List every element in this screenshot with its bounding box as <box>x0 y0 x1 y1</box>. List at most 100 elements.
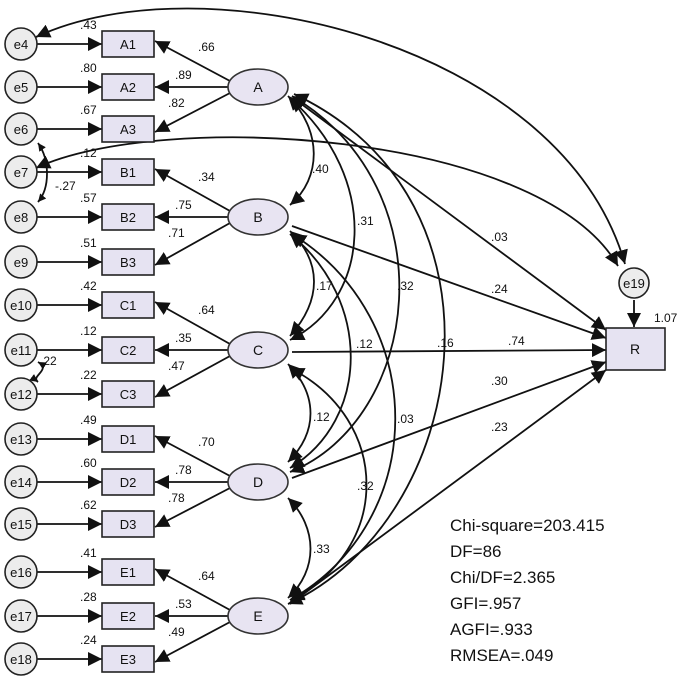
observed-label-e1: E1 <box>120 565 136 580</box>
latent-label-c: C <box>253 342 263 358</box>
fit-statistics: Chi-square=203.415DF=86Chi/DF=2.365GFI=.… <box>450 516 605 665</box>
error-label-e13: e13 <box>10 432 32 447</box>
loading-path-e1 <box>154 568 231 611</box>
observed-label-d1: D1 <box>120 432 137 447</box>
r2-label-c2: .12 <box>80 324 97 338</box>
error-label-e14: e14 <box>10 475 32 490</box>
path-label-B-R: .24 <box>491 282 508 296</box>
latent-node-d: D <box>227 463 289 501</box>
error-node-e5: e5 <box>4 70 38 104</box>
cov-label-C-D: .12 <box>313 410 330 424</box>
observed-node-b1: B1 <box>101 158 155 186</box>
fit-stat-line: RMSEA=.049 <box>450 646 553 665</box>
loading-label-a3: .82 <box>168 96 185 110</box>
loading-path-a1 <box>154 40 231 82</box>
loading-path-b1 <box>154 168 231 212</box>
loading-path-a3 <box>154 92 231 133</box>
path-label-D-R: .30 <box>491 374 508 388</box>
path-D-R <box>291 360 607 479</box>
r2-label-d1: .49 <box>80 413 97 427</box>
observed-node-c3: C3 <box>101 380 155 408</box>
loading-label-d3: .78 <box>168 491 185 505</box>
error-covariances <box>29 7 628 383</box>
latent-label-b: B <box>253 209 262 225</box>
path-E-R <box>289 369 607 605</box>
r2-label-a1: .43 <box>80 18 97 32</box>
error-node-e14: e14 <box>4 465 38 499</box>
observed-label-c3: C3 <box>120 387 137 402</box>
r2-label-b1: .12 <box>80 146 97 160</box>
loading-path-c1 <box>154 301 231 345</box>
cov-A-C <box>289 97 356 341</box>
latent-node-a: A <box>227 68 289 106</box>
cov-label-e7-e8: -.27 <box>55 179 76 193</box>
r2-label-b3: .51 <box>80 236 97 250</box>
outcome-r2: 1.07 <box>654 311 678 325</box>
error-label-e5: e5 <box>14 80 28 95</box>
loading-label-d2: .78 <box>175 463 192 477</box>
fit-stat-line: DF=86 <box>450 542 502 561</box>
r2-label-e1: .41 <box>80 546 97 560</box>
error-label-e19: e19 <box>623 276 645 291</box>
error-node-e16: e16 <box>4 555 38 589</box>
r2-label-b2: .57 <box>80 191 97 205</box>
error-node-e10: e10 <box>4 288 38 322</box>
cov-label-B-E: .16 <box>437 336 454 350</box>
observed-node-d3: D3 <box>101 510 155 538</box>
error-label-e8: e8 <box>14 210 28 225</box>
path-A-R <box>295 99 607 331</box>
observed-node-a3: A3 <box>101 115 155 143</box>
observed-label-e2: E2 <box>120 609 136 624</box>
observed-label-a2: A2 <box>120 80 136 95</box>
loading-path-c3 <box>154 355 231 398</box>
r2-label-d3: .62 <box>80 498 97 512</box>
fit-stat-line: Chi/DF=2.365 <box>450 568 555 587</box>
observed-label-e3: E3 <box>120 652 136 667</box>
observed-label-d2: D2 <box>120 475 137 490</box>
loading-label-a2: .89 <box>175 68 192 82</box>
error-node-e13: e13 <box>4 422 38 456</box>
latent-node-c: C <box>227 331 289 369</box>
cov-e11-e12 <box>29 361 47 383</box>
observed-node-d2: D2 <box>101 468 155 496</box>
latent-label-e: E <box>253 608 262 624</box>
error-label-e17: e17 <box>10 609 32 624</box>
r2-label-d2: .60 <box>80 456 97 470</box>
error-label-e10: e10 <box>10 298 32 313</box>
error-label-e18: e18 <box>10 652 32 667</box>
observed-label-a1: A1 <box>120 37 136 52</box>
observed-label-c2: C2 <box>120 343 137 358</box>
error-node-e19: e19 <box>618 267 650 299</box>
loading-label-c3: .47 <box>168 359 185 373</box>
error-label-e11: e11 <box>11 343 32 358</box>
measurement-row-a2: e5 A2 .80 .89 <box>4 61 230 104</box>
observed-label-b2: B2 <box>120 210 136 225</box>
cov-e7-e8 <box>37 142 48 203</box>
r2-label-c1: .42 <box>80 279 97 293</box>
observed-node-c1: C1 <box>101 291 155 319</box>
error-node-e17: e17 <box>4 599 38 633</box>
error-node-e4: e4 <box>4 27 38 61</box>
path-B-R <box>291 225 607 340</box>
error-label-e6: e6 <box>14 122 28 137</box>
cov-label-D-E: .33 <box>313 542 330 556</box>
latent-node-e: E <box>227 597 289 635</box>
observed-label-a3: A3 <box>120 122 136 137</box>
loading-path-b3 <box>154 222 231 266</box>
observed-node-e2: E2 <box>101 602 155 630</box>
observed-node-e3: E3 <box>101 645 155 673</box>
r2-label-e2: .28 <box>80 590 97 604</box>
loading-path-d1 <box>154 435 231 477</box>
r2-label-e3: .24 <box>80 633 97 647</box>
r2-label-a2: .80 <box>80 61 97 75</box>
loading-label-b3: .71 <box>168 226 185 240</box>
